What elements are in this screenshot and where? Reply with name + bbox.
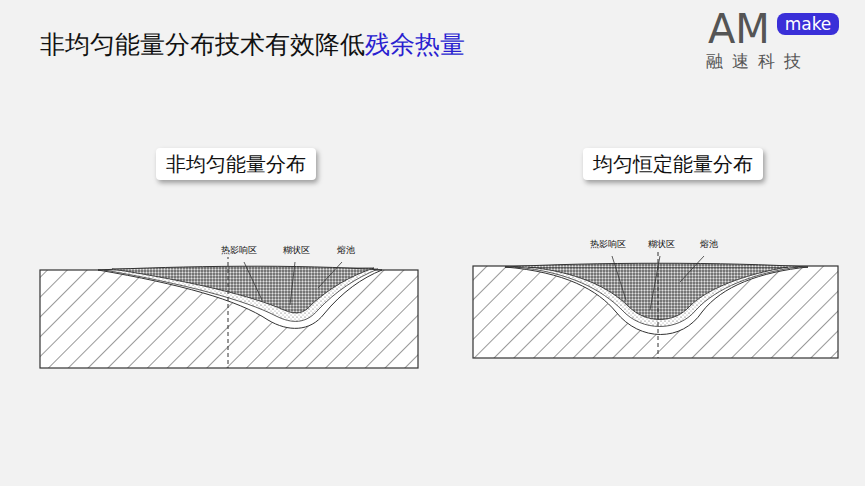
slide-title: 非均匀能量分布技术有效降低 [40, 28, 365, 61]
caption-box: 均匀恒定能量分布 [583, 148, 763, 180]
zone-label: 糊状区 [282, 244, 311, 257]
zone-label: 热影响区 [220, 244, 258, 257]
node-text: make [785, 13, 832, 35]
logo-subtitle: 融速科技 [706, 50, 810, 73]
logo-badge: make [777, 13, 840, 35]
logo-text: AM [708, 6, 770, 52]
caption-box: 非均匀能量分布 [156, 148, 316, 180]
title-highlight: 残余热量 [365, 28, 465, 61]
zone-label: 糊状区 [647, 238, 676, 251]
zone-label: 熔池 [699, 238, 719, 251]
zone-label: 熔池 [336, 244, 356, 257]
node-text: 均匀恒定能量分布 [593, 151, 753, 177]
node-text: 非均匀能量分布 [166, 151, 306, 177]
zone-label: 热影响区 [589, 238, 627, 251]
left-section [40, 255, 418, 368]
right-section [473, 252, 838, 358]
